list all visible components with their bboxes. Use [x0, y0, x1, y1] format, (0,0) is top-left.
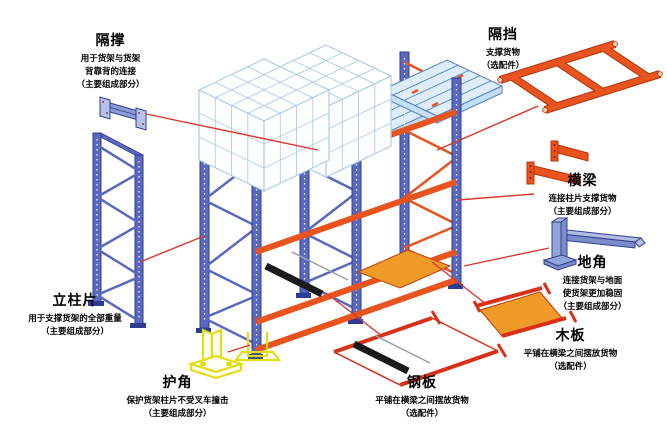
label-backstop-title: 隔挡 — [488, 26, 518, 42]
backstop-frame-component — [497, 40, 663, 114]
label-steel-plate-title: 钢板 — [407, 374, 437, 390]
label-wood-board-desc-line: 平铺在横梁之间摆放货物 — [523, 348, 618, 358]
label-backstop-desc-line: 支撑货物 — [485, 47, 520, 57]
label-spacer-title: 隔撑 — [95, 32, 126, 48]
label-foot-anchor-desc-line: （主要组成部分） — [558, 300, 627, 311]
label-spacer-desc-line: （主要组成部分） — [76, 78, 145, 89]
label-spacer-desc-line: 背靠背的连接 — [84, 65, 136, 76]
foot-anchor-component — [542, 217, 646, 271]
label-upright-frame-desc-line: （主要组成部分） — [40, 325, 109, 336]
label-beam-desc-line: （主要组成部分） — [548, 205, 617, 216]
label-wood-board: 木板 平铺在横梁之间摆放货物 （选配件） — [503, 325, 638, 373]
upright-frame-component — [88, 132, 146, 328]
installed-corner-protector — [233, 332, 282, 362]
spacer-component — [99, 96, 147, 131]
label-foot-anchor-desc-line: 连接货架与地面 — [562, 275, 623, 285]
cargo-box-stack — [197, 58, 331, 192]
pallet-rack — [196, 44, 504, 362]
label-corner-protector-desc-line: （主要组成部分） — [143, 407, 212, 418]
label-upright-frame-title: 立柱片 — [52, 292, 98, 308]
label-foot-anchor: 地角 连接货架与地面 使货架更加稳固 （主要组成部分） — [530, 252, 655, 312]
label-corner-protector: 护角 保护货架柱片不受叉车撞击 （主要组成部分） — [105, 372, 250, 420]
steel-plate-component — [333, 310, 508, 387]
wood-board-component — [472, 282, 578, 338]
label-wood-board-title: 木板 — [555, 327, 586, 343]
label-backstop: 隔挡 支撑货物 （选配件） — [448, 24, 558, 72]
label-steel-plate: 钢板 平铺在横梁之间摆放货物 （选配件） — [352, 372, 492, 420]
label-corner-protector-desc-line: 保护货架柱片不受叉车撞击 — [126, 395, 229, 405]
label-steel-plate-desc-line: （选配件） — [400, 407, 444, 418]
label-beam-desc-line: 连接柱片支撑货物 — [548, 193, 617, 203]
label-spacer: 隔撑 用于货架与货架 背靠背的连接 （主要组成部分） — [48, 30, 173, 90]
label-beam-title: 横梁 — [567, 172, 598, 188]
installed-wood-board — [356, 249, 452, 289]
label-upright-frame: 立柱片 用于支撑货架的全部重量 （主要组成部分） — [15, 290, 135, 338]
leader-lines — [139, 105, 550, 353]
label-corner-protector-title: 护角 — [162, 374, 193, 390]
label-wood-board-desc-line: （选配件） — [549, 360, 592, 371]
label-beam: 横梁 连接柱片支撑货物 （主要组成部分） — [520, 170, 645, 218]
corner-protector-component — [187, 328, 245, 380]
label-upright-frame-desc-line: 用于支撑货架的全部重量 — [28, 313, 122, 323]
installed-steel-plate — [264, 251, 349, 298]
label-backstop-desc-line: （选配件） — [481, 59, 525, 70]
label-spacer-desc-line: 用于货架与货架 — [80, 53, 141, 63]
beam-component — [526, 140, 589, 186]
label-foot-anchor-desc-line: 使货架更加稳固 — [562, 287, 623, 298]
label-foot-anchor-title: 地角 — [577, 254, 608, 270]
label-steel-plate-desc-line: 平铺在横梁之间摆放货物 — [375, 395, 469, 405]
